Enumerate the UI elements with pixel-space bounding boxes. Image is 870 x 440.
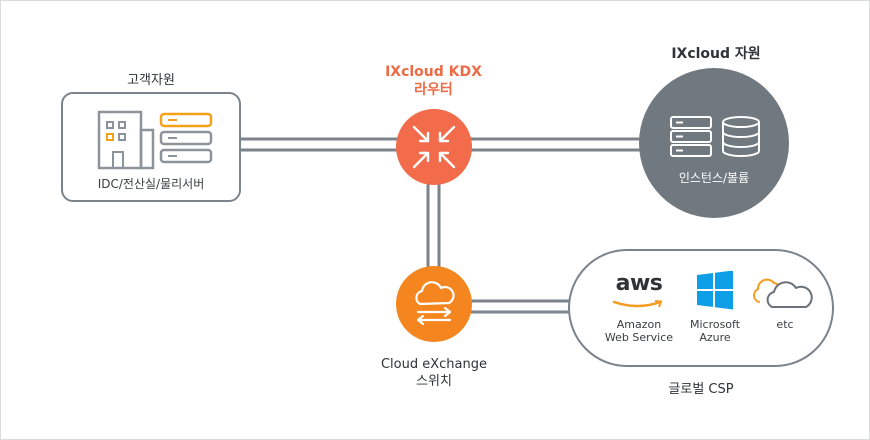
aws-smile-icon <box>612 300 663 308</box>
customer-title: 고객자원 <box>127 73 175 88</box>
csp-provider-azure: Microsoft Azure <box>685 271 745 361</box>
customer-caption: IDC/전산실/물리서버 <box>97 177 205 191</box>
aws-label-line2: Web Service <box>604 331 674 344</box>
windows-logo-icon <box>697 271 733 310</box>
aws-label: Amazon Web Service <box>594 318 684 344</box>
switch-title: Cloud eXchange 스위치 <box>366 356 502 390</box>
azure-label: Microsoft Azure <box>670 318 760 344</box>
switch-cloud-exchange-icon <box>415 281 455 326</box>
switch-node <box>396 266 472 342</box>
etc-label: etc <box>776 318 794 331</box>
instance-server-icon <box>670 116 712 157</box>
ixcloud-caption: 인스턴스/볼륨 <box>678 171 750 185</box>
router-title-line1: IXcloud KDX <box>385 64 482 80</box>
router-arrows-icon <box>412 125 456 169</box>
aws-label-line1: Amazon <box>616 318 662 331</box>
ixcloud-icons <box>670 116 760 157</box>
ixcloud-node: 인스턴스/볼륨 <box>639 68 789 218</box>
csp-provider-etc: etc <box>750 271 820 361</box>
azure-label-line1: Microsoft <box>689 318 741 331</box>
customer-box: IDC/전산실/물리서버 <box>61 92 241 202</box>
server-stack-icon <box>159 112 213 164</box>
aws-logo-icon: aws <box>615 271 663 296</box>
router-title: IXcloud KDX 라우터 <box>371 63 496 99</box>
azure-label-line2: Azure <box>699 331 731 344</box>
router-node <box>396 109 472 185</box>
csp-title: 글로벌 CSP <box>668 382 734 397</box>
router-title-line2: 라우터 <box>414 82 453 98</box>
volume-database-icon <box>722 116 760 157</box>
ixcloud-title: IXcloud 자원 <box>671 46 761 62</box>
switch-title-line2: 스위치 <box>416 374 452 389</box>
csp-provider-aws: aws Amazon Web Service <box>604 271 674 361</box>
switch-title-line1: Cloud eXchange <box>380 357 487 372</box>
customer-icons <box>97 110 213 170</box>
building-icon <box>97 110 155 170</box>
cloud-icon <box>753 278 813 308</box>
csp-box: aws Amazon Web Service Microsoft <box>568 249 834 367</box>
